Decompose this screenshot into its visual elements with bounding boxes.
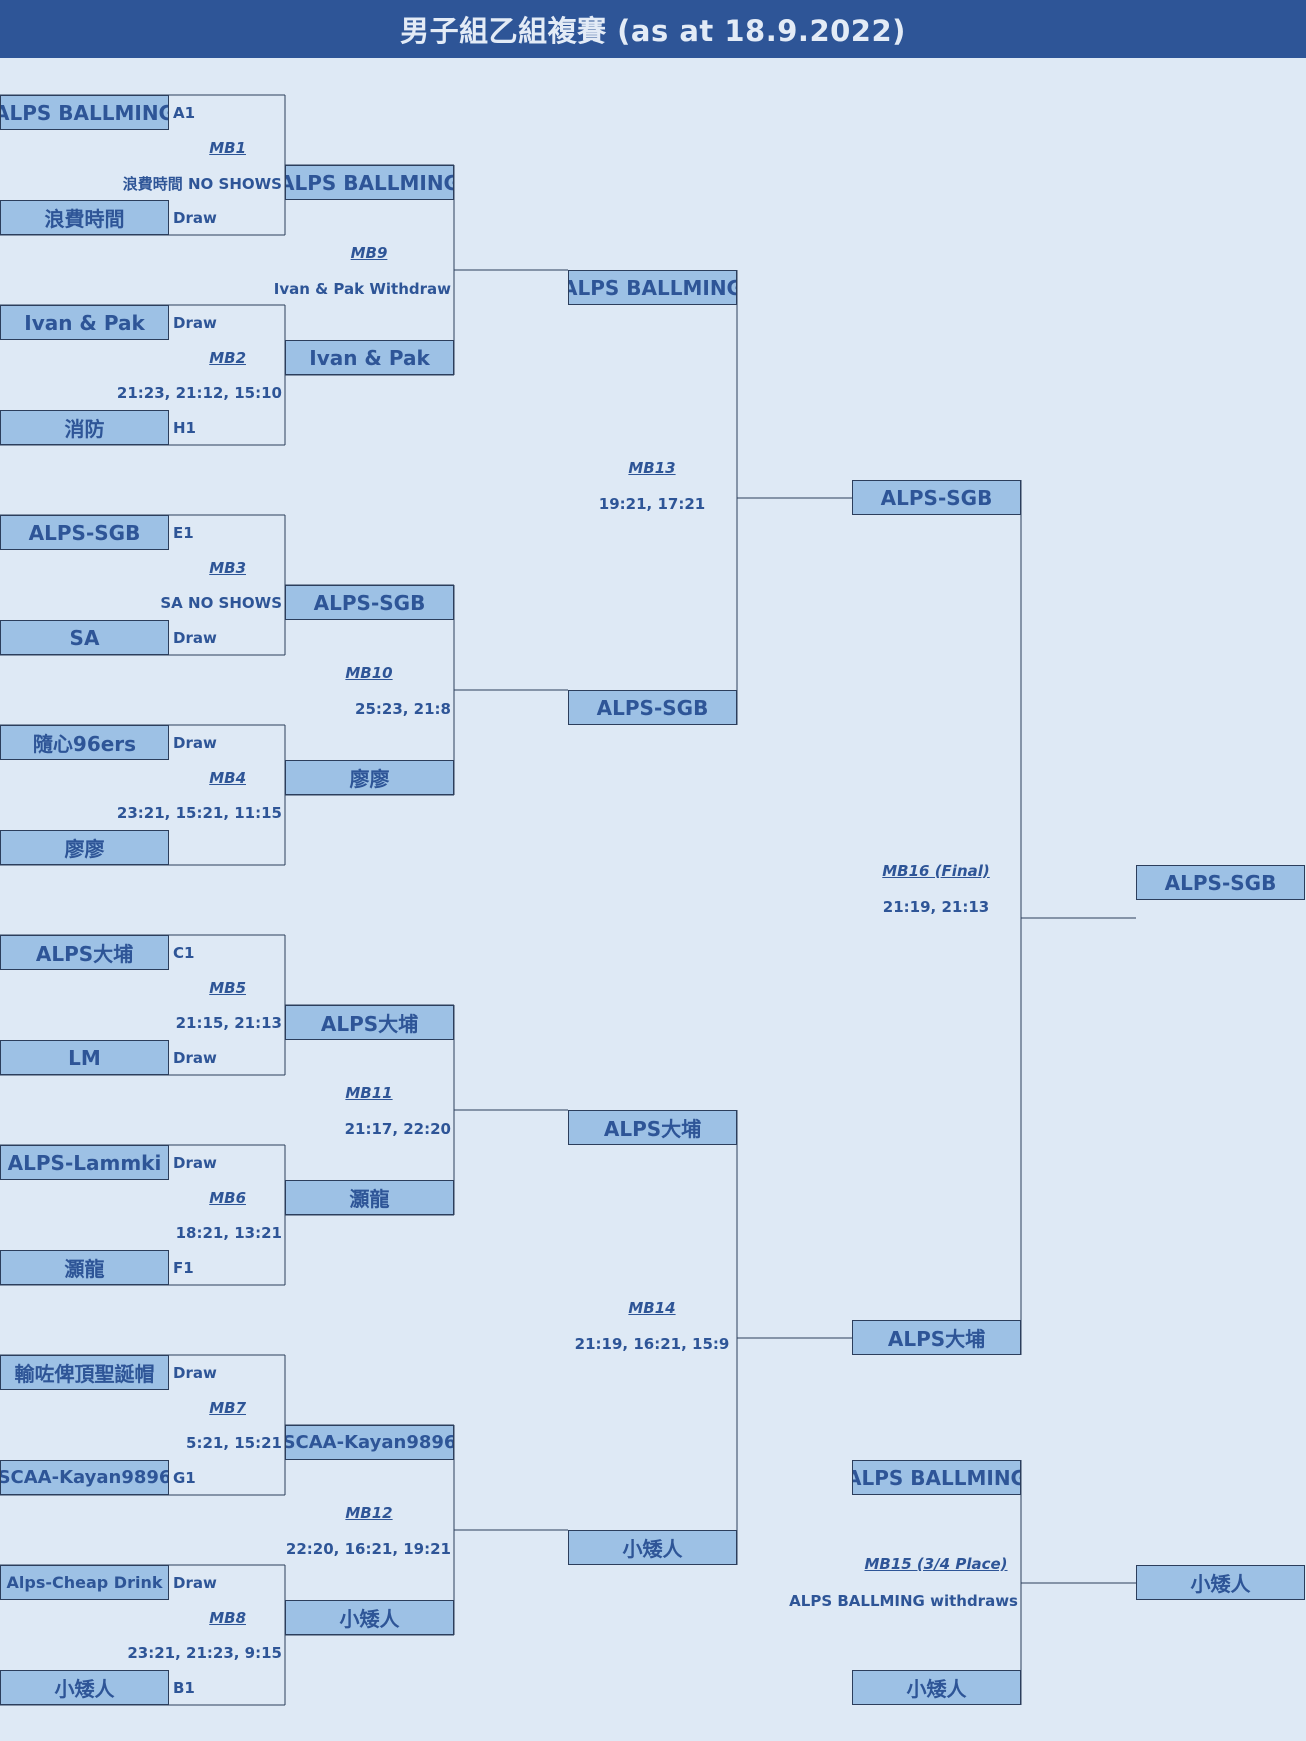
team-box: 隨心96ers xyxy=(0,725,169,760)
team-box: ALPS-SGB xyxy=(1136,865,1305,900)
team-box: ALPS-SGB xyxy=(0,515,169,550)
seed-label: A1 xyxy=(173,103,196,122)
match-result: SA NO SHOWS xyxy=(160,594,282,612)
match-id: MB2 xyxy=(209,349,246,367)
team-box: ALPS大埔 xyxy=(852,1320,1021,1355)
match-result: 23:21, 21:23, 9:15 xyxy=(127,1644,282,1662)
seed-label: B1 xyxy=(173,1678,195,1697)
match-result: Ivan & Pak Withdraw xyxy=(273,279,451,298)
match-result: 21:17, 22:20 xyxy=(344,1119,451,1138)
match-id: MB9 xyxy=(350,243,388,262)
team-box: Ivan & Pak xyxy=(285,340,454,375)
team-box: ALPS BALLMING xyxy=(568,270,737,305)
team-box: 小矮人 xyxy=(0,1670,169,1705)
team-box: 消防 xyxy=(0,410,169,445)
team-box: ALPS-SGB xyxy=(568,690,737,725)
match-result: 21:19, 16:21, 15:9 xyxy=(574,1335,730,1353)
match-result: 25:23, 21:8 xyxy=(355,699,451,718)
team-box: Alps-Cheap Drink xyxy=(0,1565,169,1600)
page-title: 男子組乙組複賽 (as at 18.9.2022) xyxy=(0,0,1306,58)
team-box: SCAA-Kayan9896 xyxy=(0,1460,169,1495)
match-result: 5:21, 15:21 xyxy=(186,1434,282,1452)
team-box: ALPS大埔 xyxy=(285,1005,454,1040)
match-result: 21:15, 21:13 xyxy=(175,1014,282,1032)
team-box: SA xyxy=(0,620,169,655)
match-id: MB3 xyxy=(209,559,246,577)
team-box: ALPS大埔 xyxy=(0,935,169,970)
team-box: ALPS大埔 xyxy=(568,1110,737,1145)
seed-label: Draw xyxy=(173,208,217,227)
team-box: 小矮人 xyxy=(852,1670,1021,1705)
seed-label: Draw xyxy=(173,1048,217,1067)
match-id: MB1 xyxy=(209,139,246,157)
seed-label: E1 xyxy=(173,523,194,542)
team-box: SCAA-Kayan9896 xyxy=(285,1425,454,1460)
team-box: 輸咗俾頂聖誕帽 xyxy=(0,1355,169,1390)
match-id: MB14 xyxy=(628,1299,676,1317)
team-box: ALPS BALLMING xyxy=(852,1460,1021,1495)
seed-label: Draw xyxy=(173,1363,217,1382)
team-box: 浪費時間 xyxy=(0,200,169,235)
match-result: ALPS BALLMING withdraws xyxy=(789,1592,1018,1610)
seed-label: Draw xyxy=(173,313,217,332)
seed-label: Draw xyxy=(173,1153,217,1172)
team-box: 小矮人 xyxy=(568,1530,737,1565)
match-result: 19:21, 17:21 xyxy=(598,495,706,513)
match-result: 18:21, 13:21 xyxy=(175,1224,282,1242)
team-box: ALPS BALLMING xyxy=(0,95,169,130)
match-id: MB6 xyxy=(209,1189,246,1207)
match-result: 浪費時間 NO SHOWS xyxy=(122,174,282,193)
match-id: MB11 xyxy=(345,1083,393,1102)
match-result: 23:21, 15:21, 11:15 xyxy=(116,804,282,822)
team-box: 廖廖 xyxy=(0,830,169,865)
team-box: ALPS BALLMING xyxy=(285,165,454,200)
match-result: 22:20, 16:21, 19:21 xyxy=(285,1539,451,1558)
team-box: ALPS-SGB xyxy=(852,480,1021,515)
team-box: 灝龍 xyxy=(0,1250,169,1285)
seed-label: Draw xyxy=(173,733,217,752)
match-id: MB13 xyxy=(628,459,676,477)
team-box: Ivan & Pak xyxy=(0,305,169,340)
seed-label: H1 xyxy=(173,418,196,437)
match-result: 21:23, 21:12, 15:10 xyxy=(116,384,282,402)
seed-label: C1 xyxy=(173,943,195,962)
team-box: ALPS-SGB xyxy=(285,585,454,620)
match-id: MB4 xyxy=(209,769,246,787)
team-box: LM xyxy=(0,1040,169,1075)
match-id: MB15 (3/4 Place) xyxy=(864,1555,1008,1573)
match-id: MB16 (Final) xyxy=(882,861,990,880)
seed-label xyxy=(173,830,283,865)
match-id: MB5 xyxy=(209,979,246,997)
match-id: MB10 xyxy=(345,663,393,682)
team-box: 小矮人 xyxy=(285,1600,454,1635)
seed-label: Draw xyxy=(173,1573,217,1592)
team-box: 小矮人 xyxy=(1136,1565,1305,1600)
seed-label: G1 xyxy=(173,1468,196,1487)
team-box: ALPS-Lammki xyxy=(0,1145,169,1180)
match-id: MB8 xyxy=(209,1609,246,1627)
team-box: 灝龍 xyxy=(285,1180,454,1215)
match-id: MB7 xyxy=(209,1399,246,1417)
seed-label: F1 xyxy=(173,1258,194,1277)
seed-label: Draw xyxy=(173,628,217,647)
match-id: MB12 xyxy=(345,1503,393,1522)
match-result: 21:19, 21:13 xyxy=(882,897,990,916)
team-box: 廖廖 xyxy=(285,760,454,795)
